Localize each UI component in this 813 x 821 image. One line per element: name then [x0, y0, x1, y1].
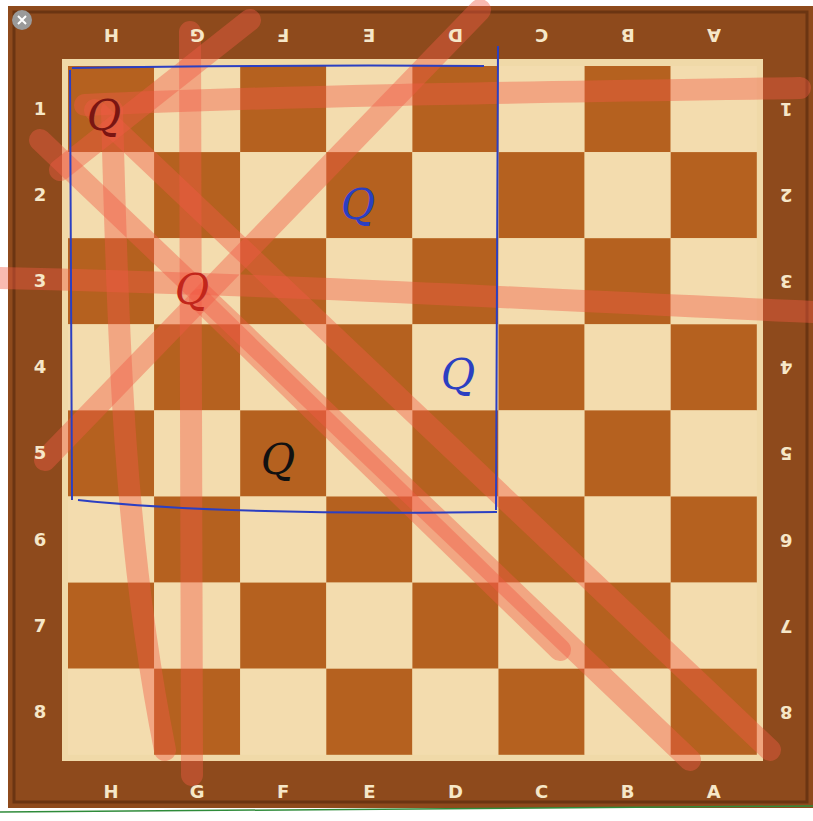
rank-number: 1 [780, 100, 793, 118]
board-square [585, 324, 671, 410]
board-square [326, 497, 412, 583]
file-letter: H [104, 26, 119, 44]
rank-number: 4 [34, 358, 47, 376]
file-letter: D [448, 26, 463, 44]
frame-edge [14, 12, 807, 802]
rank-number: 6 [780, 531, 793, 549]
board-square [240, 497, 326, 583]
file-letter: F [277, 783, 289, 801]
attack-line [60, 20, 250, 170]
rank-number: 7 [34, 617, 47, 635]
close-button [12, 10, 32, 30]
attack-line [45, 10, 480, 460]
file-letter: C [535, 26, 548, 44]
file-letter: A [707, 26, 721, 44]
rank-number: 1 [34, 100, 47, 118]
board-square [585, 152, 671, 238]
attack-line [95, 110, 770, 750]
board-square [585, 497, 671, 583]
board-square [68, 669, 154, 755]
board-square [326, 669, 412, 755]
queen-mark: Q [341, 184, 375, 226]
file-letter: D [448, 783, 463, 801]
board-square [585, 66, 671, 152]
board-square [671, 324, 757, 410]
board-square [412, 238, 498, 324]
file-letter: B [621, 783, 635, 801]
board-square [499, 66, 585, 152]
file-letter: G [190, 783, 205, 801]
attack-line [200, 300, 560, 650]
rank-number: 5 [34, 444, 47, 462]
rank-number: 3 [34, 272, 47, 290]
file-letter: G [190, 26, 205, 44]
rank-number: 8 [34, 703, 47, 721]
board-square [240, 583, 326, 669]
board-square [240, 669, 326, 755]
board-square [671, 410, 757, 496]
board-square [499, 669, 585, 755]
board-frame [8, 6, 813, 808]
green-line [0, 806, 813, 812]
board-square [412, 152, 498, 238]
board-square [671, 497, 757, 583]
board-square [412, 324, 498, 410]
close-cross [18, 16, 26, 24]
file-letter: B [621, 26, 635, 44]
board-square [412, 669, 498, 755]
rank-number: 2 [34, 186, 47, 204]
rank-number: 6 [34, 531, 47, 549]
blue-region [70, 46, 498, 513]
rank-number: 5 [780, 444, 793, 462]
board-square [499, 410, 585, 496]
board-square [412, 583, 498, 669]
rank-number: 7 [780, 617, 793, 635]
queen-mark: Q [87, 95, 121, 137]
board-square [326, 583, 412, 669]
rank-number: 8 [780, 703, 793, 721]
attack-line [190, 32, 192, 775]
rank-number: 3 [780, 272, 793, 290]
file-letter: E [363, 26, 375, 44]
queen-mark: Q [175, 269, 209, 311]
attack-line [40, 140, 690, 760]
file-letter: H [104, 783, 119, 801]
rank-number: 4 [780, 358, 793, 376]
board-square [499, 324, 585, 410]
queen-mark: Q [261, 439, 295, 481]
board-square [585, 410, 671, 496]
rank-number: 2 [780, 186, 793, 204]
board-square [499, 152, 585, 238]
file-letter: E [363, 783, 375, 801]
file-letter: C [535, 783, 548, 801]
queen-mark: Q [441, 354, 475, 396]
board-square [671, 152, 757, 238]
file-letter: A [707, 783, 721, 801]
file-letter: F [277, 26, 289, 44]
